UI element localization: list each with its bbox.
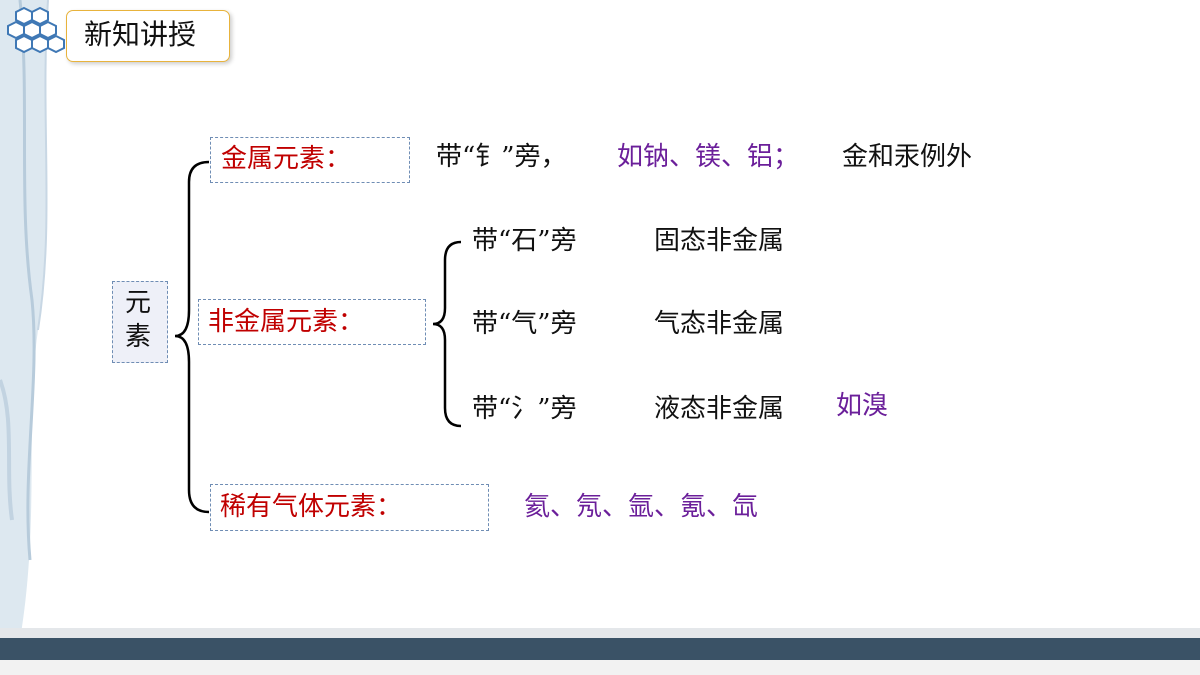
footer-light-bar xyxy=(0,628,1200,638)
nonmetal-row-2-radical: 带“气”旁 xyxy=(472,309,577,339)
nonmetal-row-3-example: 如溴 xyxy=(836,391,889,421)
root-char-1: 元 xyxy=(125,288,152,318)
page-title: 新知讲授 xyxy=(84,18,197,51)
nonmetal-row-3-state: 液态非金属 xyxy=(654,394,785,424)
hexagon-logo-icon xyxy=(7,6,65,54)
metal-examples: 如钠、镁、铝； xyxy=(617,142,800,172)
noble-label: 稀有气体元素： xyxy=(220,492,403,522)
footer-dark-bar xyxy=(0,638,1200,660)
footer-bottom-bar xyxy=(0,660,1200,675)
nonmetal-label: 非金属元素： xyxy=(208,307,365,337)
nonmetal-row-1-radical: 带“石”旁 xyxy=(472,226,577,256)
metal-exception: 金和汞例外 xyxy=(842,142,973,172)
decorative-background xyxy=(0,0,49,640)
noble-label-box xyxy=(210,484,489,531)
title-box xyxy=(66,10,230,62)
nonmetal-row-3-radical: 带“氵”旁 xyxy=(472,394,577,424)
noble-examples: 氦、氖、氩、氪、氙 xyxy=(524,492,759,522)
main-brace xyxy=(174,160,210,514)
metal-label-box xyxy=(210,137,410,183)
nonmetal-brace xyxy=(432,240,462,428)
root-node-box xyxy=(112,281,168,363)
root-char-2: 素 xyxy=(125,322,152,352)
nonmetal-row-1-state: 固态非金属 xyxy=(654,226,785,256)
nonmetal-label-box xyxy=(198,299,426,345)
metal-label: 金属元素： xyxy=(221,144,352,174)
nonmetal-row-2-state: 气态非金属 xyxy=(654,309,785,339)
metal-rule: 带“钅”旁， xyxy=(436,142,567,172)
